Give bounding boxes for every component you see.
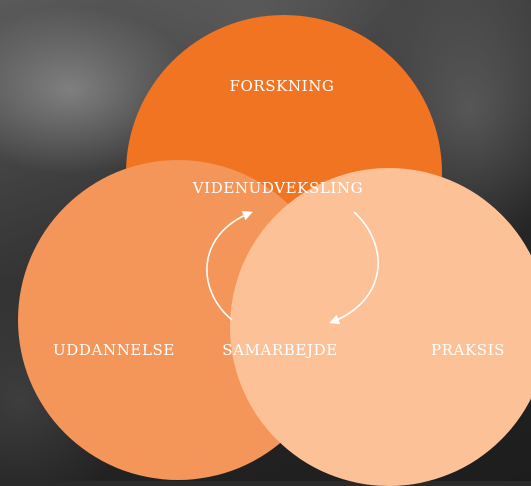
label-uddannelse: UDDANNELSE: [53, 341, 175, 359]
label-praksis: PRAKSIS: [430, 341, 506, 359]
label-samarbejde: SAMARBEJDE: [222, 341, 338, 359]
label-forskning: FORSKNING: [229, 77, 335, 95]
arrow-right-down: [329, 211, 379, 325]
arrow-left-up: [206, 211, 253, 321]
praksis-circle: [230, 168, 531, 486]
label-videnudveksling: VIDENUDVEKSLING: [192, 179, 364, 197]
